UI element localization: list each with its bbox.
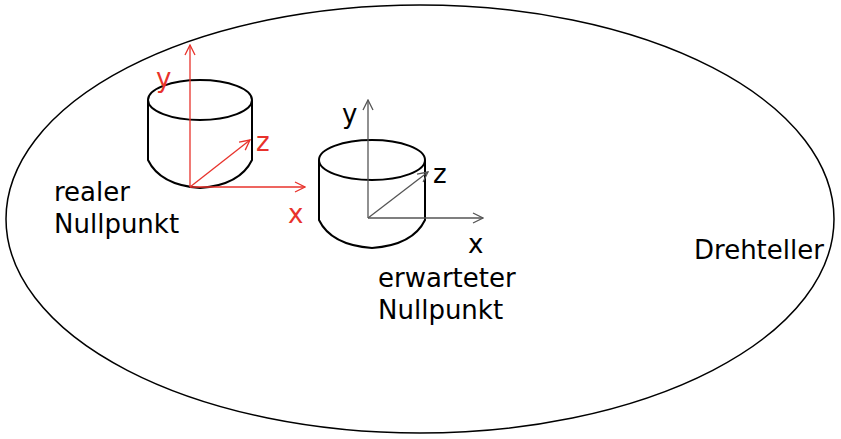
axes-real: [190, 45, 305, 187]
axes-expected: [368, 100, 483, 218]
axis-label: z: [433, 158, 447, 190]
origin-label: erwarteter Nullpunkt: [378, 262, 553, 326]
axis-label: y: [156, 62, 171, 94]
origin-label: realer Nullpunkt: [54, 176, 224, 240]
turntable-outline: [6, 5, 834, 433]
turntable-label: Drehteller: [694, 234, 824, 266]
axis-label: y: [342, 98, 357, 130]
cylinder-expected: [319, 140, 425, 248]
axis-label: x: [468, 228, 483, 260]
cylinder-real: [148, 80, 252, 188]
axis-label: z: [256, 126, 270, 158]
axis-label: x: [288, 198, 303, 230]
